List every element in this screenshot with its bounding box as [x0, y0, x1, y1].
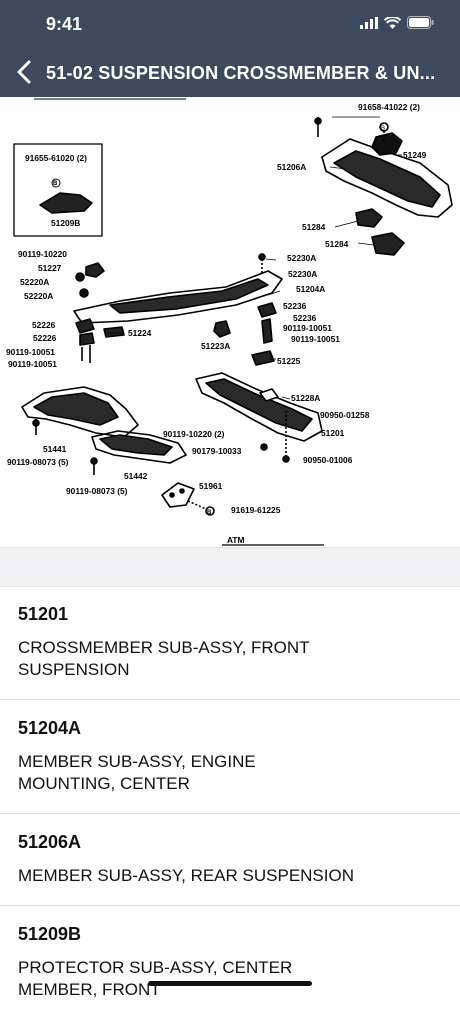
diagram-label-90119-08073-b: 90119-08073 (5) — [66, 486, 128, 496]
diagram-label-52236-a: 52236 — [283, 301, 307, 311]
status-icons — [360, 16, 434, 29]
fastener-callout-b2: B — [53, 181, 58, 187]
section-divider — [0, 547, 460, 587]
part-number: 51206A — [18, 832, 82, 852]
diagram-label-90950-01258: 90950-01258 — [320, 410, 370, 420]
list-item[interactable]: 51201 CROSSMEMBER SUB-ASSY, FRONT SUSPEN… — [0, 586, 460, 700]
diagram-label-51224: 51224 — [128, 328, 152, 338]
diagram-label-51442: 51442 — [124, 471, 148, 481]
part-number: 51201 — [18, 604, 69, 624]
fastener-callout-b3: B — [207, 510, 212, 516]
diagram-label-atm: ATM — [227, 535, 245, 545]
parts-diagram-illustration: B — [6, 98, 453, 546]
parts-list: 51201 CROSSMEMBER SUB-ASSY, FRONT SUSPEN… — [0, 586, 460, 1019]
diagram-label-91658-41022: 91658-41022 (2) — [358, 102, 420, 112]
diagram-label-51223a: 51223A — [201, 341, 230, 351]
diagram-label-51201: 51201 — [321, 428, 345, 438]
part-number: 51204A — [18, 718, 82, 738]
diagram-label-51206a: 51206A — [277, 162, 306, 172]
diagram-label-52226-a: 52226 — [32, 320, 56, 330]
diagram-label-90119-10220-2: 90119-10220 (2) — [163, 429, 225, 439]
diagram-label-51227: 51227 — [38, 263, 62, 273]
part-description: CROSSMEMBER SUB-ASSY, FRONT SUSPENSION — [18, 638, 310, 679]
diagram-label-52220a-b: 52220A — [24, 291, 53, 301]
diagram-label-51228a: 51228A — [291, 393, 320, 403]
diagram-label-52230a-b: 52230A — [288, 269, 317, 279]
diagram-label-52236-b: 52236 — [293, 313, 317, 323]
home-indicator[interactable] — [148, 981, 312, 986]
diagram-label-90119-10051-c: 90119-10051 — [6, 347, 55, 357]
list-item[interactable]: 51204A MEMBER SUB-ASSY, ENGINE MOUNTING,… — [0, 700, 460, 814]
diagram-label-52220a-a: 52220A — [20, 277, 49, 287]
diagram-label-90119-10051-d: 90119-10051 — [8, 359, 57, 369]
list-item[interactable]: 51209B PROTECTOR SUB-ASSY, CENTER MEMBER… — [0, 906, 460, 1019]
back-chevron-icon[interactable] — [12, 56, 36, 88]
part-description: MEMBER SUB-ASSY, REAR SUSPENSION — [18, 866, 354, 885]
parts-diagram[interactable]: B — [0, 97, 460, 547]
diagram-label-52230a-a: 52230A — [287, 253, 316, 263]
status-time: 9:41 — [46, 14, 83, 34]
top-bar: 9:41 51-02 SUSPENSION CROSSMEMBER & UN..… — [0, 0, 460, 97]
diagram-label-51209b: 51209B — [51, 218, 80, 228]
wifi-icon — [384, 16, 401, 29]
diagram-label-90179-10033: 90179-10033 — [192, 446, 242, 456]
diagram-label-90119-10220: 90119-10220 — [18, 249, 67, 259]
diagram-label-51225: 51225 — [277, 356, 301, 366]
diagram-label-51441: 51441 — [43, 444, 67, 454]
fastener-callout-b1: B — [381, 126, 385, 132]
diagram-label-52226-b: 52226 — [33, 333, 57, 343]
diagram-label-90119-08073-a: 90119-08073 (5) — [7, 457, 69, 467]
part-description: PROTECTOR SUB-ASSY, CENTER MEMBER, FRONT — [18, 958, 293, 999]
navigation-bar: 51-02 SUSPENSION CROSSMEMBER & UN... — [0, 54, 460, 94]
diagram-label-51284-a: 51284 — [302, 222, 326, 232]
page-title: 51-02 SUSPENSION CROSSMEMBER & UN... — [46, 63, 436, 83]
diagram-label-51249: 51249 — [403, 150, 427, 160]
diagram-label-91655-61020: 91655-61020 (2) — [25, 153, 87, 163]
diagram-label-91619-61225: 91619-61225 — [231, 505, 281, 515]
diagram-label-90119-10051-b: 90119-10051 — [291, 334, 340, 344]
diagram-label-90119-10051-a: 90119-10051 — [283, 323, 332, 333]
signal-icon — [360, 16, 378, 29]
list-item[interactable]: 51206A MEMBER SUB-ASSY, REAR SUSPENSION — [0, 814, 460, 906]
diagram-label-51961: 51961 — [199, 481, 223, 491]
diagram-label-51204a: 51204A — [296, 284, 325, 294]
diagram-label-90950-01006: 90950-01006 — [303, 455, 353, 465]
part-description: MEMBER SUB-ASSY, ENGINE MOUNTING, CENTER — [18, 752, 256, 793]
diagram-label-51284-b: 51284 — [325, 239, 349, 249]
battery-icon — [407, 16, 434, 29]
part-number: 51209B — [18, 924, 82, 944]
